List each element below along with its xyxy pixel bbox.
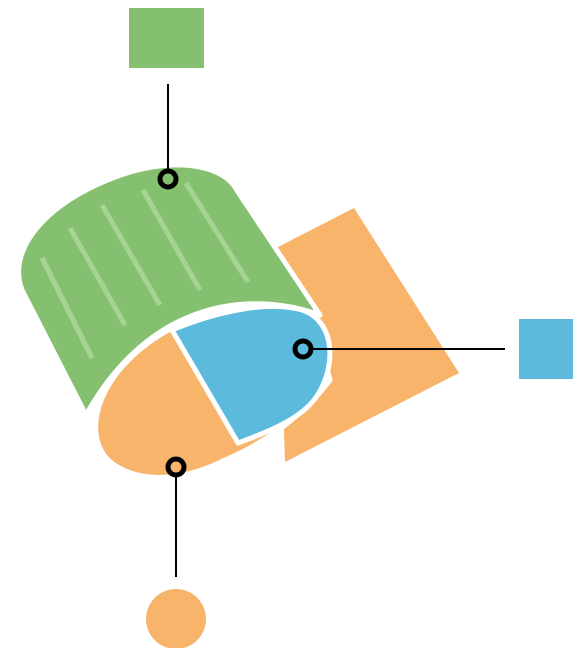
green-stripe — [67, 226, 128, 327]
green-stripe — [183, 181, 251, 284]
green-stripe — [39, 256, 95, 360]
blue-anchor-marker — [292, 338, 314, 360]
orange-legend-circle — [146, 589, 206, 648]
green-cylinder-cap — [16, 162, 323, 418]
green-legend-square — [129, 8, 204, 68]
orange-body-back-plate — [278, 208, 459, 462]
green-stripe — [140, 188, 203, 292]
blue-inner-face — [169, 303, 333, 446]
green-stripes — [39, 181, 251, 360]
orange-anchor-marker — [165, 456, 187, 478]
green-stripe — [99, 203, 163, 307]
green-anchor-marker — [157, 168, 179, 190]
blue-legend-square — [519, 319, 573, 379]
